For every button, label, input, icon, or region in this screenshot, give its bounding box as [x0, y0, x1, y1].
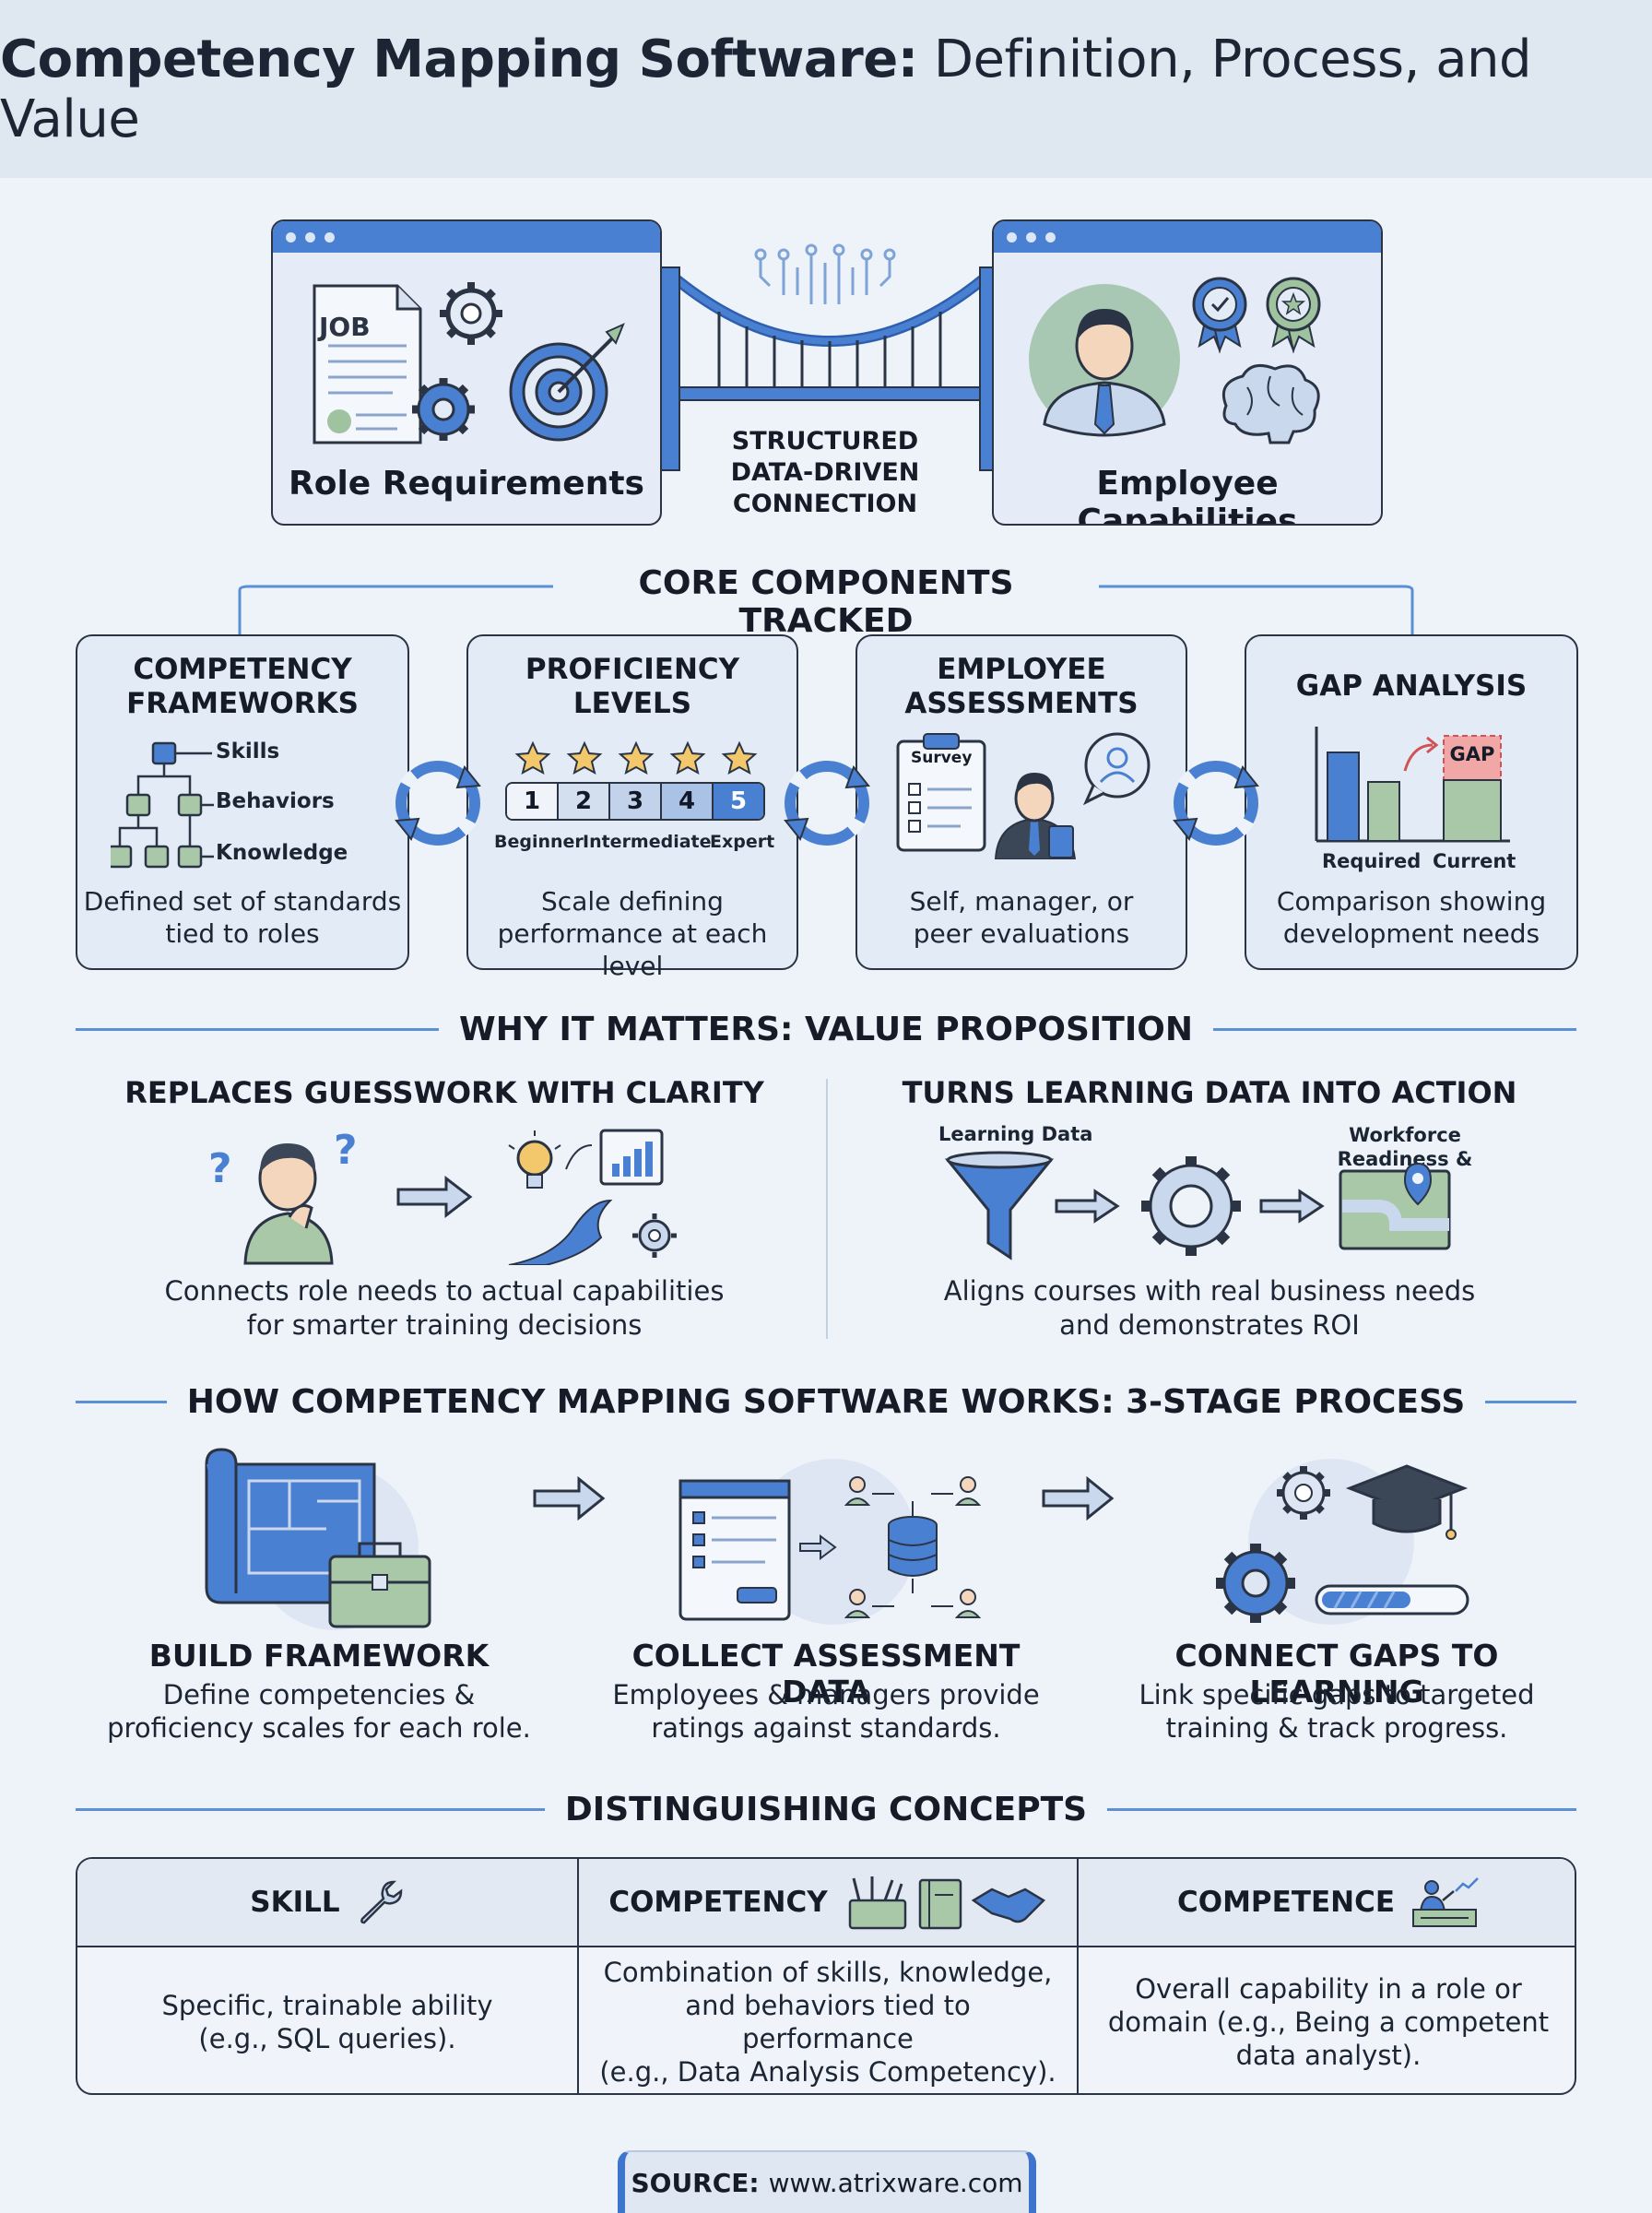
guesswork-to-clarity-icon: ? ? — [208, 1127, 677, 1265]
card-title: GAP ANALYSIS — [1295, 669, 1528, 703]
stars-rating-icon — [514, 740, 758, 775]
window-titlebar — [273, 221, 660, 253]
gap-label: GAP — [1449, 743, 1495, 765]
framework-item-behaviors: Behaviors — [216, 789, 335, 813]
level-4: 4 — [662, 784, 714, 819]
title-band: Competency Mapping Software: Definition,… — [0, 0, 1652, 178]
core-bracket — [238, 585, 1414, 636]
concepts-heading-row: DISTINGUISHING CONCEPTS — [76, 1791, 1576, 1828]
column-divider — [577, 1859, 579, 2093]
employee-icon — [1029, 277, 1321, 444]
page-title: Competency Mapping Software: Definition,… — [0, 29, 1532, 149]
cycle-arrows-icon — [1173, 760, 1259, 846]
framework-item-knowledge: Knowledge — [216, 841, 348, 865]
assessment-data-collection-icon — [678, 1459, 982, 1625]
learning-to-action-icon — [944, 1151, 1451, 1260]
level-2: 2 — [559, 784, 610, 819]
bar-label-required: Required — [1322, 850, 1422, 872]
process-arrow-icon — [533, 1475, 606, 1521]
label-learning-data: Learning Data — [938, 1123, 1093, 1145]
role-requirements-window: JOB Role Requirements — [271, 219, 662, 526]
cycle-arrows-icon — [784, 760, 870, 846]
gears-graduation-progress-icon — [1216, 1459, 1469, 1625]
employee-capabilities-label: Employee Capabilities — [1077, 465, 1298, 526]
level-label-intermediate: Intermediate — [583, 832, 712, 852]
value-left-desc: Connects role needs to actual capabiliti… — [164, 1275, 725, 1341]
process-arrow-icon — [1042, 1475, 1115, 1521]
concepts-table: SKILL COMPETENCY COMPETENCE Specific, tr… — [76, 1857, 1576, 2095]
value-right-title: TURNS LEARNING DATA INTO ACTION — [902, 1075, 1517, 1110]
stage-title-connect: CONNECT GAPS TO LEARNING — [1174, 1638, 1499, 1710]
gap-bar-chart-icon — [1315, 727, 1510, 843]
value-heading: WHY IT MATTERS: VALUE PROPOSITION — [459, 1011, 1193, 1048]
tools-book-handshake-icon — [848, 1876, 1045, 1930]
value-divider — [826, 1079, 828, 1339]
card-gap-analysis: GAP ANALYSIS GAP Required Current Compar… — [1245, 634, 1578, 970]
proficiency-scale: 1 2 3 4 5 — [505, 782, 765, 821]
header-competence: COMPETENCE — [1079, 1859, 1575, 1947]
framework-item-skills: Skills — [216, 740, 280, 763]
stage-title-build: BUILD FRAMEWORK — [148, 1638, 490, 1674]
svg-text:?: ? — [208, 1145, 232, 1192]
source-box: SOURCE: www.atrixware.com — [618, 2150, 1036, 2213]
job-doc-label: JOB — [319, 312, 371, 342]
process-heading: HOW COMPETENCY MAPPING SOFTWARE WORKS: 3… — [186, 1383, 1466, 1421]
blueprint-toolbox-icon — [205, 1448, 431, 1630]
cell-competency-desc: Combination of skills, knowledge,and beh… — [599, 1957, 1056, 2088]
core-heading: CORE COMPONENTS TRACKED — [638, 564, 1014, 640]
svg-text:?: ? — [334, 1127, 358, 1174]
header-competency: COMPETENCY — [579, 1859, 1077, 1947]
source-label: SOURCE: — [631, 2167, 760, 2198]
hierarchy-icon — [111, 741, 214, 869]
value-heading-row: WHY IT MATTERS: VALUE PROPOSITION — [76, 1011, 1577, 1048]
wrench-icon — [360, 1880, 402, 1924]
header-skill: SKILL — [77, 1859, 577, 1947]
cell-skill-desc: Specific, trainable ability(e.g., SQL qu… — [161, 1990, 493, 2054]
bridge-caption: STRUCTURED DATA-DRIVEN CONNECTION — [730, 427, 920, 518]
level-1: 1 — [507, 784, 559, 819]
level-label-expert: Expert — [710, 832, 775, 852]
concepts-heading: DISTINGUISHING CONCEPTS — [564, 1791, 1088, 1828]
role-requirements-label: Role Requirements — [289, 465, 644, 503]
stage-desc-build: Define competencies &proficiency scales … — [107, 1679, 531, 1744]
level-5: 5 — [714, 784, 763, 819]
source-link[interactable]: www.atrixware.com — [768, 2167, 1023, 2198]
job-requirements-icon — [313, 282, 625, 444]
stage-title-collect: COLLECT ASSESSMENT DATA — [631, 1638, 1021, 1710]
survey-assessment-icon — [896, 732, 1150, 859]
level-label-beginner: Beginner — [494, 832, 584, 852]
level-3: 3 — [610, 784, 662, 819]
window-titlebar — [994, 221, 1381, 253]
survey-label: Survey — [911, 749, 973, 767]
column-divider — [1077, 1859, 1079, 2093]
presenter-desk-icon — [1412, 1877, 1479, 1927]
value-left-title: REPLACES GUESSWORK WITH CLARITY — [124, 1075, 764, 1110]
process-heading-row: HOW COMPETENCY MAPPING SOFTWARE WORKS: 3… — [76, 1383, 1577, 1421]
employee-capabilities-window: Employee Capabilities — [992, 219, 1383, 526]
cycle-arrows-icon — [395, 760, 481, 846]
bar-label-current: Current — [1433, 850, 1516, 872]
